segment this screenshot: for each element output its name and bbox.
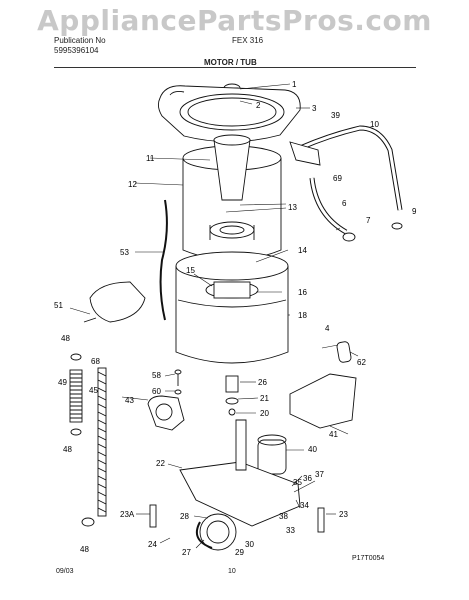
- callout-41: 41: [329, 430, 338, 439]
- callout-39: 39: [331, 111, 340, 120]
- callout-15: 15: [186, 266, 195, 275]
- callout-33: 33: [286, 526, 295, 535]
- callout-62: 62: [357, 358, 366, 367]
- callout-27: 27: [182, 548, 191, 557]
- footer-drawing-number: P17T0054: [352, 555, 385, 562]
- callout-51: 51: [54, 301, 63, 310]
- callout-48-bottom: 48: [80, 545, 89, 554]
- callout-22: 22: [156, 459, 165, 468]
- callout-21: 21: [260, 394, 269, 403]
- callout-18: 18: [298, 311, 307, 320]
- spring-23a: [149, 504, 157, 528]
- pressure-tube: [159, 199, 168, 321]
- callout-69: 69: [333, 174, 342, 183]
- callout-10: 10: [370, 120, 379, 129]
- callout-68: 68: [91, 357, 100, 366]
- callout-24: 24: [148, 540, 157, 549]
- header-rule: [54, 67, 416, 68]
- callout-26: 26: [258, 378, 267, 387]
- section-title: MOTOR / TUB: [204, 58, 257, 67]
- callout-1: 1: [292, 80, 297, 89]
- callout-2: 2: [256, 101, 261, 110]
- publication-label: Publication No: [54, 36, 106, 45]
- callout-28: 28: [180, 512, 189, 521]
- drive-motor: [257, 434, 287, 475]
- callout-37: 37: [315, 470, 324, 479]
- callout-16: 16: [298, 288, 307, 297]
- callout-11: 11: [146, 154, 155, 163]
- callout-4: 4: [325, 324, 330, 333]
- spring-23: [317, 507, 325, 533]
- callout-29: 29: [235, 548, 244, 557]
- corrugated-hose: [69, 353, 83, 436]
- bracket-detail: [83, 281, 146, 323]
- publication-number: 5995396104: [54, 46, 99, 55]
- callout-30: 30: [245, 540, 254, 549]
- outer-tub: [175, 251, 289, 364]
- fill-hose: [289, 125, 403, 211]
- small-hardware: [174, 369, 239, 416]
- callout-12: 12: [128, 180, 137, 189]
- callout-58: 58: [152, 371, 161, 380]
- water-pump: [147, 395, 185, 431]
- callout-45: 45: [89, 386, 98, 395]
- callout-35: 35: [293, 478, 302, 487]
- callout-36: 36: [303, 474, 312, 483]
- callout-34: 34: [300, 501, 309, 510]
- callout-14: 14: [298, 246, 307, 255]
- callout-6: 6: [342, 199, 347, 208]
- callout-9: 9: [412, 207, 417, 216]
- callout-7: 7: [366, 216, 371, 225]
- watermark-logo: AppliancePartsPros.com: [37, 4, 432, 37]
- leader-lines: [69, 83, 359, 549]
- mounting-plate: [179, 419, 301, 551]
- tub-cover: [157, 85, 301, 143]
- long-spring: [81, 367, 107, 527]
- model-number: FEX 316: [232, 36, 264, 45]
- callout-48-mid: 48: [63, 445, 72, 454]
- callout-49: 49: [58, 378, 67, 387]
- wash-basket: [182, 134, 282, 261]
- callout-40: 40: [308, 445, 317, 454]
- callout-20: 20: [260, 409, 269, 418]
- motor-cover: [289, 341, 357, 429]
- callout-3: 3: [312, 104, 317, 113]
- callout-53: 53: [120, 248, 129, 257]
- drain-hose: [309, 177, 356, 242]
- callout-48-top: 48: [61, 334, 70, 343]
- hose-clamp: [391, 222, 403, 230]
- callout-43: 43: [125, 396, 134, 405]
- callout-38: 38: [279, 512, 288, 521]
- callout-23a: 23A: [120, 510, 135, 519]
- callout-60: 60: [152, 387, 161, 396]
- callout-23: 23: [339, 510, 348, 519]
- footer-date: 09/03: [56, 568, 74, 575]
- callout-13: 13: [288, 203, 297, 212]
- footer-page-number: 10: [228, 568, 236, 575]
